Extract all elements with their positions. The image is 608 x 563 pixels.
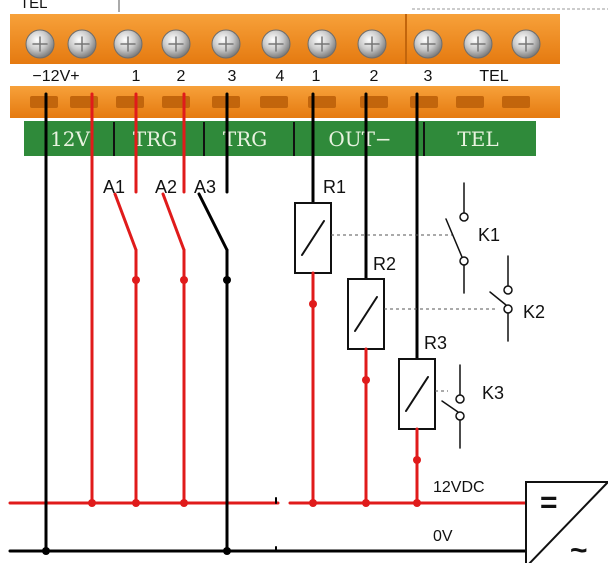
terminal-number-strip bbox=[10, 64, 560, 86]
terminal-label-6: 1 bbox=[312, 68, 321, 85]
screw-2 bbox=[67, 29, 97, 59]
junction-12v-positive bbox=[88, 499, 96, 507]
terminal-label-3: 2 bbox=[177, 68, 186, 85]
group-label-2: TRG bbox=[133, 127, 177, 151]
terminal-label-8: 3 bbox=[424, 68, 433, 85]
screw-11 bbox=[511, 29, 541, 59]
top-tel-label: TEL bbox=[20, 0, 48, 12]
switch-trigger-a3 bbox=[197, 192, 229, 252]
contact-3-terminal-bottom bbox=[455, 411, 465, 421]
terminal-slot-1 bbox=[30, 96, 58, 108]
junction-trigger-a2 bbox=[180, 499, 188, 507]
junction-relay-1 bbox=[309, 499, 317, 507]
switch-trigger-a1 bbox=[113, 192, 138, 252]
terminal-label-4: 3 bbox=[228, 68, 237, 85]
group-label-5: TEL bbox=[457, 127, 498, 151]
contact-2-blade bbox=[489, 291, 507, 306]
junction-12v-negative bbox=[42, 547, 50, 555]
group-label-4: OUT− bbox=[328, 127, 391, 151]
contact-2-terminal-top bbox=[503, 285, 513, 295]
screw-8 bbox=[357, 29, 387, 59]
terminal-label-7: 2 bbox=[370, 68, 379, 85]
terminal-label-1: −12V+ bbox=[32, 68, 79, 85]
screw-1 bbox=[25, 29, 55, 59]
screw-9 bbox=[413, 29, 443, 59]
screw-7 bbox=[307, 29, 337, 59]
rail-label-12vdc: 12VDC bbox=[433, 479, 485, 496]
group-label-bar bbox=[24, 121, 536, 156]
terminal-slot-2 bbox=[70, 96, 98, 108]
relay-node-1 bbox=[309, 300, 317, 308]
relay-label-3: R3 bbox=[424, 333, 447, 353]
relay-coil-slash-2 bbox=[354, 296, 378, 332]
contact-1-blade bbox=[445, 218, 463, 258]
screw-5 bbox=[211, 29, 241, 59]
contact-1-terminal-top bbox=[459, 212, 469, 222]
switch-trigger-a2 bbox=[161, 192, 186, 252]
contact-2-terminal-bottom bbox=[503, 304, 513, 314]
junction-trigger-a1 bbox=[132, 499, 140, 507]
relay-node-2 bbox=[362, 376, 370, 384]
ac-symbol: ~ bbox=[570, 534, 588, 563]
contact-label-3: K3 bbox=[482, 383, 504, 403]
wires bbox=[8, 92, 527, 555]
terminal-slot-6 bbox=[260, 96, 288, 108]
relay-coil-slash-3 bbox=[405, 376, 429, 412]
terminal-slot-8 bbox=[360, 96, 388, 108]
trigger-labels: A1 A2 A3 bbox=[103, 177, 216, 197]
contact-1-terminal-bottom bbox=[459, 256, 469, 266]
trigger-label-a1: A1 bbox=[103, 177, 125, 197]
trigger-label-a2: A2 bbox=[155, 177, 177, 197]
dc-symbol: = bbox=[540, 486, 558, 519]
power-supply-symbol: = ~ bbox=[525, 481, 608, 563]
group-label-3: TRG bbox=[223, 127, 267, 151]
rail-label-0v: 0V bbox=[433, 528, 453, 545]
contact-label-1: K1 bbox=[478, 225, 500, 245]
relay-coil-slash-1 bbox=[301, 220, 325, 256]
terminal-label-9: TEL bbox=[479, 68, 508, 85]
screw-4 bbox=[161, 29, 191, 59]
terminal-slot-9 bbox=[410, 96, 438, 108]
trigger-label-a3: A3 bbox=[194, 177, 216, 197]
group-label-1: 12V bbox=[50, 127, 90, 151]
junction-relay-3 bbox=[413, 499, 421, 507]
terminal-label-2: 1 bbox=[132, 68, 141, 85]
terminal-slot-11 bbox=[502, 96, 530, 108]
contact-label-2: K2 bbox=[523, 302, 545, 322]
terminal-slot-10 bbox=[456, 96, 484, 108]
group-labels: 12V TRG TRG OUT− TEL bbox=[50, 122, 499, 156]
screw-3 bbox=[113, 29, 143, 59]
terminal-labels: −12V+ 1 2 3 4 1 2 3 TEL bbox=[32, 68, 508, 85]
relay-label-2: R2 bbox=[373, 254, 396, 274]
contact-3-blade bbox=[441, 400, 459, 413]
screw-6 bbox=[261, 29, 291, 59]
terminal-slot-3 bbox=[116, 96, 144, 108]
relay-label-1: R1 bbox=[323, 177, 346, 197]
terminal-slot-7 bbox=[308, 96, 336, 108]
junction-trigger-a3 bbox=[223, 547, 231, 555]
screw-row bbox=[25, 29, 541, 59]
relay-node-3 bbox=[413, 456, 421, 464]
screw-10 bbox=[463, 29, 493, 59]
terminal-slot-4 bbox=[162, 96, 190, 108]
terminal-label-5: 4 bbox=[276, 68, 285, 85]
junction-relay-2 bbox=[362, 499, 370, 507]
contact-3-terminal-top bbox=[455, 394, 465, 404]
